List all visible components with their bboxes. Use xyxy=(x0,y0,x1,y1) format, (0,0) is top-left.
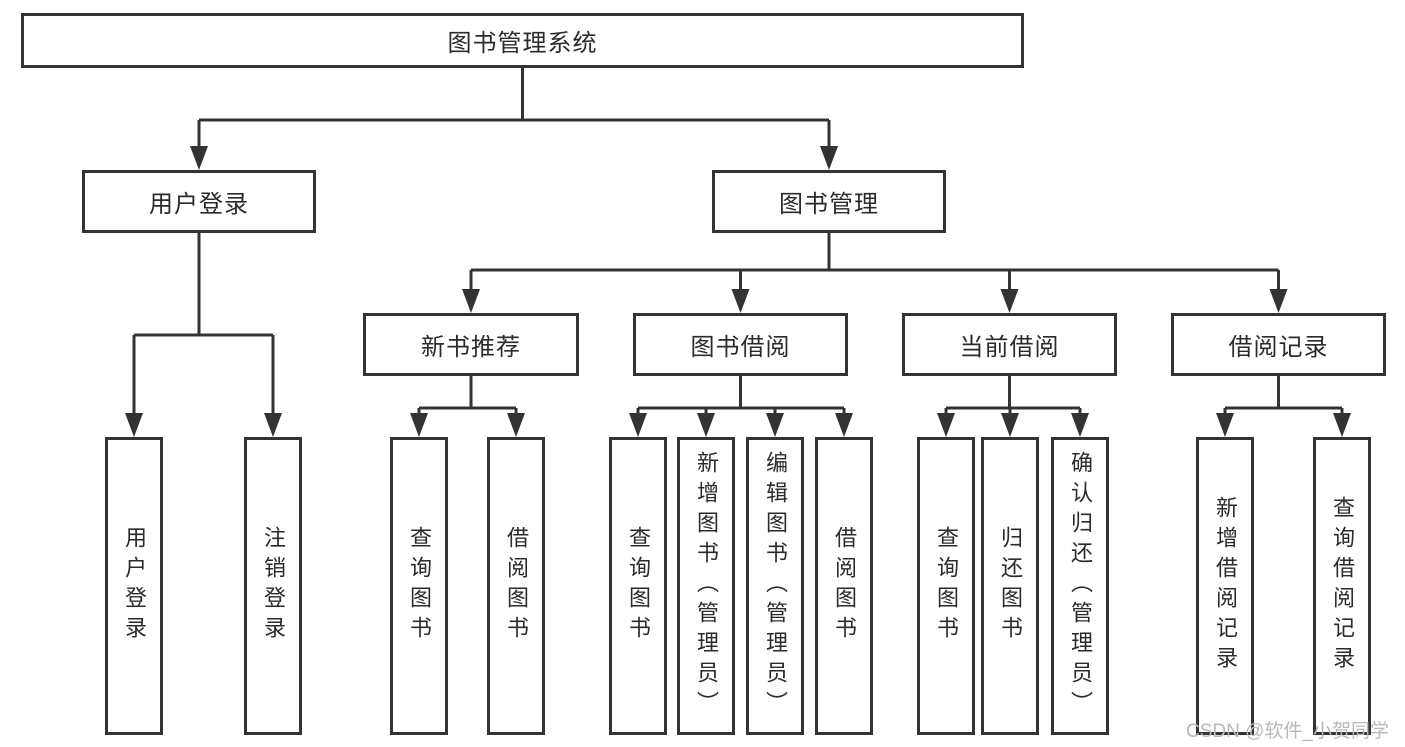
node-label-add-borrow-record: 新增借阅记录 xyxy=(1213,496,1238,676)
arrowhead xyxy=(1001,413,1019,437)
node-borrow-books-2: 借阅图书 xyxy=(815,437,873,735)
node-logout: 注销登录 xyxy=(244,437,302,735)
node-user-login: 用户登录 xyxy=(105,437,163,735)
arrowhead xyxy=(125,413,143,437)
node-label-root: 图书管理系统 xyxy=(447,30,598,57)
node-edit-book: 编辑图书（管理员） xyxy=(746,437,804,735)
node-book-borrow: 图书借阅 xyxy=(633,313,848,376)
node-borrow-records: 借阅记录 xyxy=(1171,313,1386,376)
arrowhead xyxy=(1216,413,1234,437)
arrowhead xyxy=(1000,289,1019,313)
node-label-borrow-records: 借阅记录 xyxy=(1228,334,1329,361)
node-label-book-mgmt: 图书管理 xyxy=(779,191,879,218)
arrowhead xyxy=(766,413,784,437)
node-borrow-books-1: 借阅图书 xyxy=(487,437,545,735)
node-label-query-books-2: 查询图书 xyxy=(626,526,651,646)
node-user-login-group: 用户登录 xyxy=(82,170,316,233)
node-label-query-borrow-record: 查询借阅记录 xyxy=(1330,496,1355,676)
arrowhead xyxy=(1333,413,1351,437)
node-query-books-2: 查询图书 xyxy=(609,437,667,735)
arrowhead xyxy=(731,289,750,313)
node-return-book: 归还图书 xyxy=(981,437,1039,735)
node-label-return-book: 归还图书 xyxy=(998,526,1023,646)
arrowhead xyxy=(462,289,480,313)
node-label-user-login: 用户登录 xyxy=(122,526,147,646)
node-query-books-3: 查询图书 xyxy=(917,437,975,735)
node-label-book-borrow: 图书借阅 xyxy=(690,334,791,361)
node-new-book-rec: 新书推荐 xyxy=(363,313,579,376)
node-current-borrow: 当前借阅 xyxy=(902,313,1117,376)
arrowhead xyxy=(820,146,838,170)
arrowhead xyxy=(835,413,853,437)
node-query-books-1: 查询图书 xyxy=(390,437,448,735)
arrowhead xyxy=(697,413,715,437)
node-label-confirm-return: 确认归还（管理员） xyxy=(1068,451,1093,721)
arrowhead xyxy=(1071,413,1089,437)
arrowhead xyxy=(507,413,525,437)
node-label-new-book-rec: 新书推荐 xyxy=(421,334,521,361)
node-book-mgmt: 图书管理 xyxy=(712,170,946,233)
arrowhead xyxy=(190,146,208,170)
node-root: 图书管理系统 xyxy=(21,13,1024,68)
arrowhead xyxy=(410,413,428,437)
csdn-watermark: CSDN @软件_小贺同学 xyxy=(1186,721,1389,742)
node-add-borrow-record: 新增借阅记录 xyxy=(1196,437,1254,735)
node-label-query-books-3: 查询图书 xyxy=(934,526,959,646)
node-label-user-login-group: 用户登录 xyxy=(149,191,249,218)
arrowhead xyxy=(937,413,955,437)
node-label-query-books-1: 查询图书 xyxy=(407,526,432,646)
node-label-borrow-books-1: 借阅图书 xyxy=(504,526,529,646)
arrowhead xyxy=(1269,289,1288,313)
arrowhead xyxy=(264,413,282,437)
node-label-current-borrow: 当前借阅 xyxy=(959,334,1060,361)
node-confirm-return: 确认归还（管理员） xyxy=(1051,437,1109,735)
node-label-borrow-books-2: 借阅图书 xyxy=(832,526,857,646)
arrowhead xyxy=(629,413,647,437)
node-label-edit-book: 编辑图书（管理员） xyxy=(763,451,788,721)
node-label-logout: 注销登录 xyxy=(261,526,286,646)
node-label-add-book: 新增图书（管理员） xyxy=(694,451,719,721)
node-query-borrow-record: 查询借阅记录 xyxy=(1313,437,1371,735)
node-add-book: 新增图书（管理员） xyxy=(677,437,735,735)
